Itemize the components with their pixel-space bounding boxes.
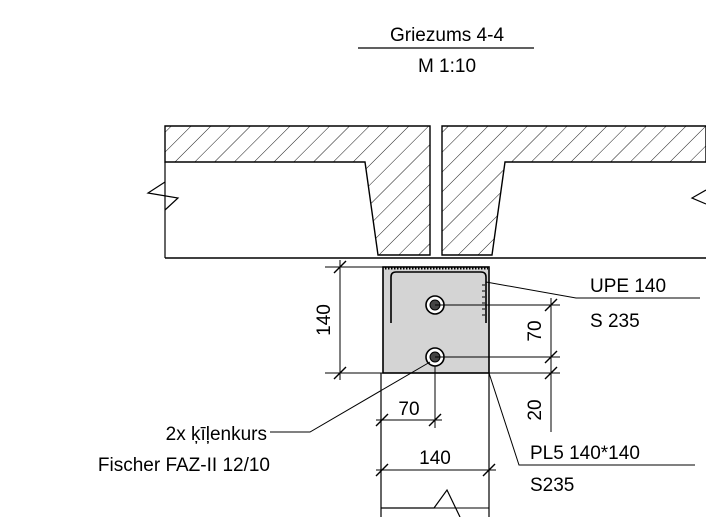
dim-140-horizontal	[375, 463, 496, 477]
dim-20-vertical-label: 20	[525, 399, 546, 420]
upe-channel	[390, 271, 487, 323]
dim-height-140-label: 140	[314, 304, 335, 336]
dim-right-vertical	[435, 298, 560, 432]
section-scale: M 1:10	[418, 56, 476, 77]
leader-upe	[485, 281, 700, 299]
callout-anchor-qty: 2x ķīļenkurs	[166, 424, 267, 445]
break-right	[690, 189, 706, 205]
section-title: Griezums 4-4	[390, 25, 504, 46]
dim-height-140	[325, 260, 383, 380]
callout-profile-grade: S 235	[590, 311, 640, 332]
callout-anchor-type: Fischer FAZ-II 12/10	[98, 455, 270, 476]
dim-70-horizontal-label: 70	[398, 399, 419, 420]
callout-plate-grade: S235	[530, 475, 574, 496]
callout-profile: UPE 140	[590, 276, 666, 297]
column-break	[381, 488, 461, 517]
callout-plate: PL5 140*140	[530, 443, 640, 464]
break-left	[146, 181, 180, 211]
weld-side	[482, 284, 485, 316]
leader-anchor	[270, 361, 431, 433]
dim-70-horizontal	[375, 366, 442, 428]
slab-right	[441, 125, 706, 256]
slab-left	[164, 125, 431, 256]
dim-140-horizontal-label: 140	[419, 448, 451, 469]
dim-70-vertical-label: 70	[525, 320, 546, 341]
leader-plate	[488, 372, 695, 466]
